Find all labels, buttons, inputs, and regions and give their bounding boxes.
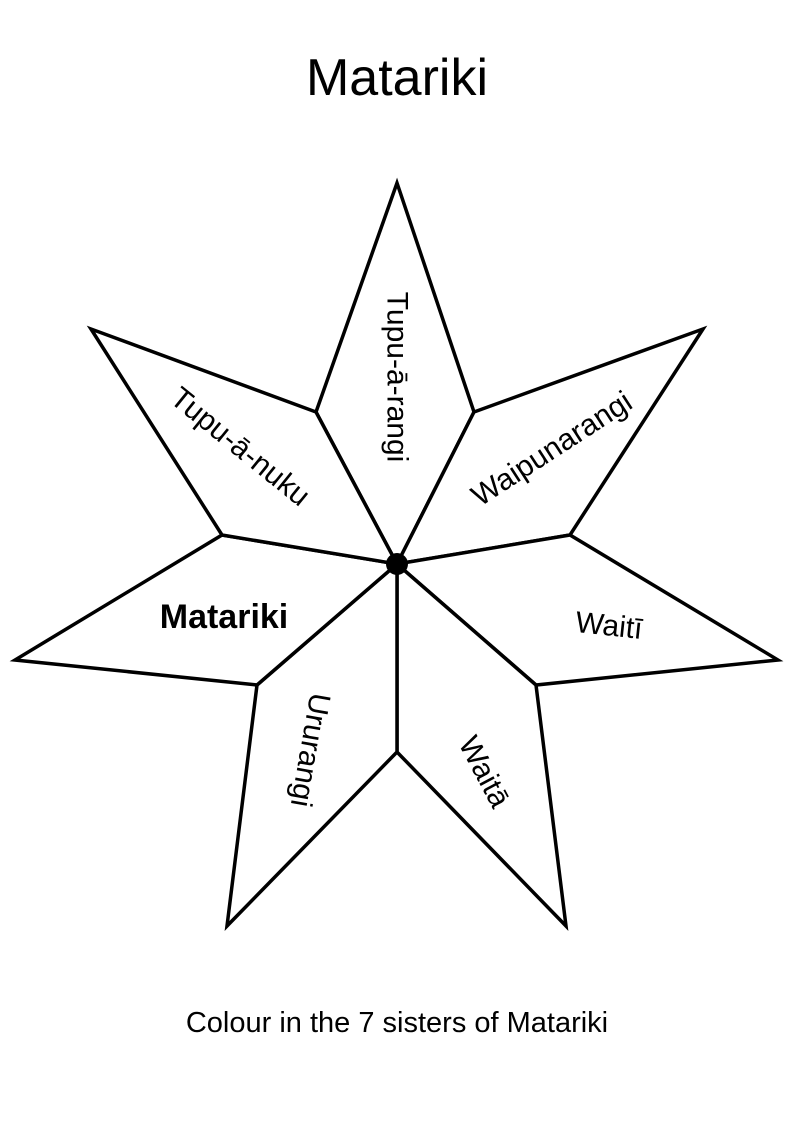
star-point-matariki[interactable]: Matariki bbox=[9, 533, 401, 687]
star-point-shape[interactable] bbox=[86, 325, 401, 567]
footer-caption: Colour in the 7 sisters of Matariki bbox=[185, 1007, 609, 1039]
star-point-tupu-a-nuku[interactable]: Tupu-ā-nuku bbox=[86, 325, 401, 567]
star-point-waita[interactable]: Waitā bbox=[395, 560, 569, 931]
star-label: Waitī bbox=[574, 606, 645, 646]
page-title: Matariki bbox=[305, 49, 489, 107]
centre-dot bbox=[386, 553, 408, 575]
star-label: Tupu-ā-rangi bbox=[381, 292, 414, 463]
star-label: Matariki bbox=[160, 598, 289, 636]
